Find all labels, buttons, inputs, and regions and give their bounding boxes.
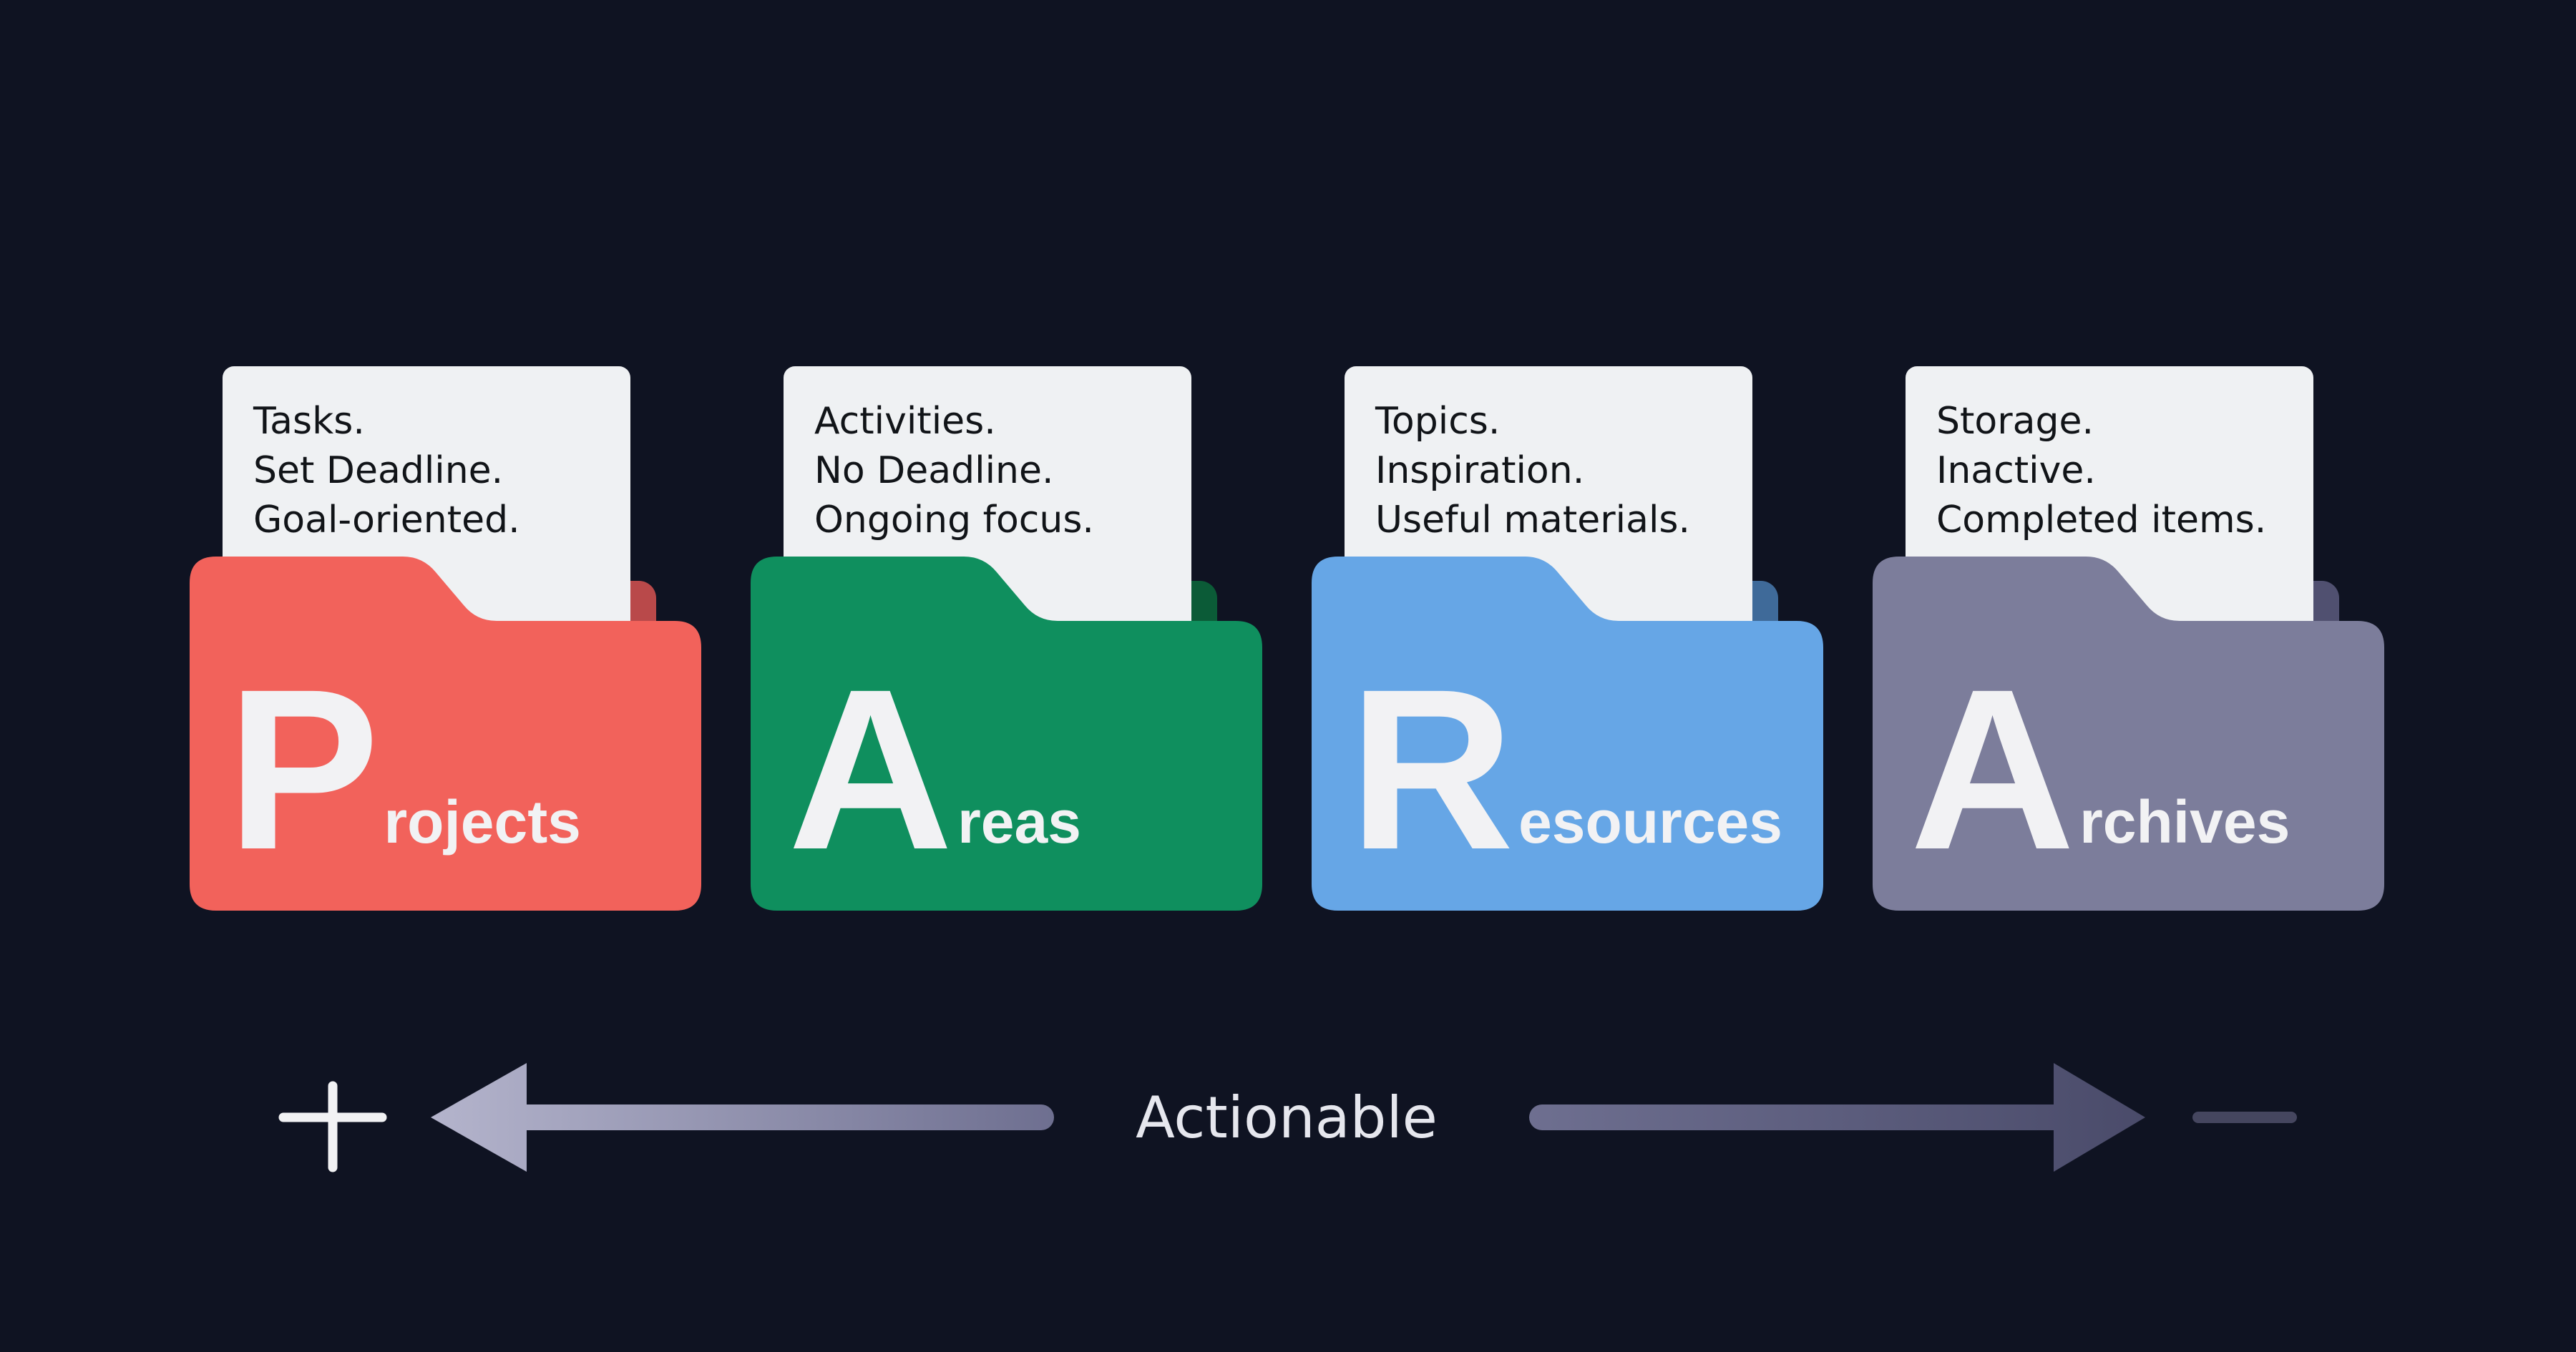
folder-big-letter: P xyxy=(227,641,379,897)
paper-line: Ongoing focus. xyxy=(814,499,1094,542)
folder-word-rest: rchives xyxy=(2079,788,2290,856)
folder-word-rest: reas xyxy=(957,788,1081,856)
paper-line: Inspiration. xyxy=(1375,449,1584,492)
paper-line: No Deadline. xyxy=(814,449,1054,492)
folder-body xyxy=(1873,557,2384,911)
paper-line: Activities. xyxy=(814,400,996,443)
folder-big-letter: R xyxy=(1349,641,1514,897)
arrow-right-icon xyxy=(1529,1063,2145,1172)
paper-line: Useful materials. xyxy=(1375,499,1690,542)
paper-line: Tasks. xyxy=(253,400,365,443)
paper-line: Topics. xyxy=(1375,400,1500,443)
plus-icon xyxy=(278,1081,387,1172)
folder-body xyxy=(190,557,701,911)
folder-big-letter: A xyxy=(1910,641,2075,897)
paper-line: Completed items. xyxy=(1936,499,2266,542)
paper-line: Goal-oriented. xyxy=(253,499,520,542)
axis-label: Actionable xyxy=(1136,1084,1438,1151)
folder-word-rest: esources xyxy=(1518,788,1782,856)
folder-body xyxy=(1312,557,1823,911)
paper-line: Storage. xyxy=(1936,400,2094,443)
folder-word-rest: rojects xyxy=(384,788,580,856)
actionability-axis: Actionable xyxy=(278,1063,2297,1172)
paper-line: Inactive. xyxy=(1936,449,2096,492)
folder-body xyxy=(751,557,1262,911)
folder-big-letter: A xyxy=(788,641,953,897)
paper-line: Set Deadline. xyxy=(253,449,503,492)
arrow-left-icon xyxy=(431,1063,1054,1172)
